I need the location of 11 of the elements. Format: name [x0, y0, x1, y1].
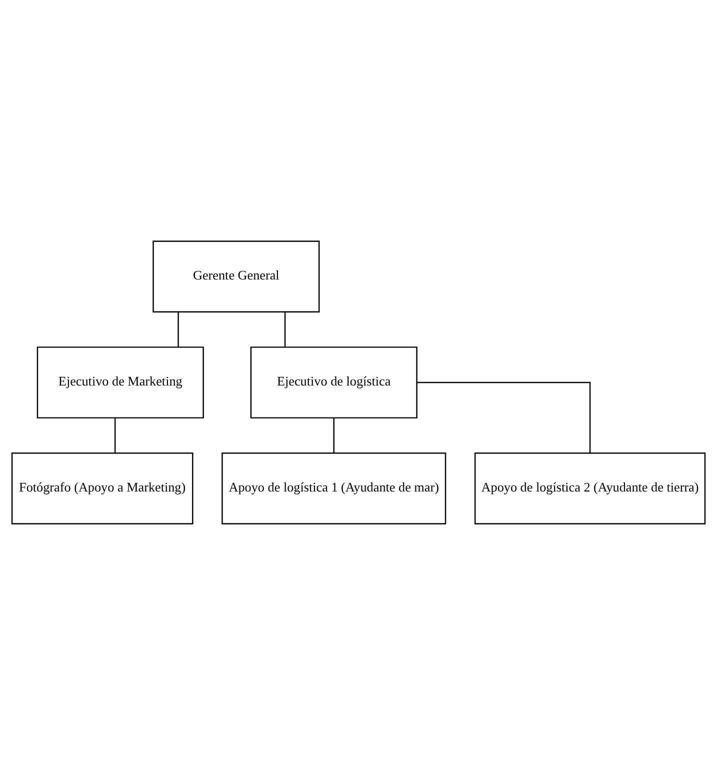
- connector: [178, 312, 179, 347]
- connector: [333, 418, 334, 453]
- node-box: Ejecutivo de logística: [250, 346, 418, 418]
- node-box: Apoyo de logística 1 (Ayudante de mar): [222, 452, 446, 524]
- node-box: Fotógrafo (Apoyo a Marketing): [11, 452, 194, 524]
- connector: [417, 382, 591, 453]
- node-box: Apoyo de logística 2 (Ayudante de tierra): [474, 452, 706, 524]
- node-box: Ejecutivo de Marketing: [36, 346, 204, 418]
- connector: [114, 418, 116, 453]
- connector: [284, 312, 286, 347]
- node-box: Gerente General: [152, 240, 320, 312]
